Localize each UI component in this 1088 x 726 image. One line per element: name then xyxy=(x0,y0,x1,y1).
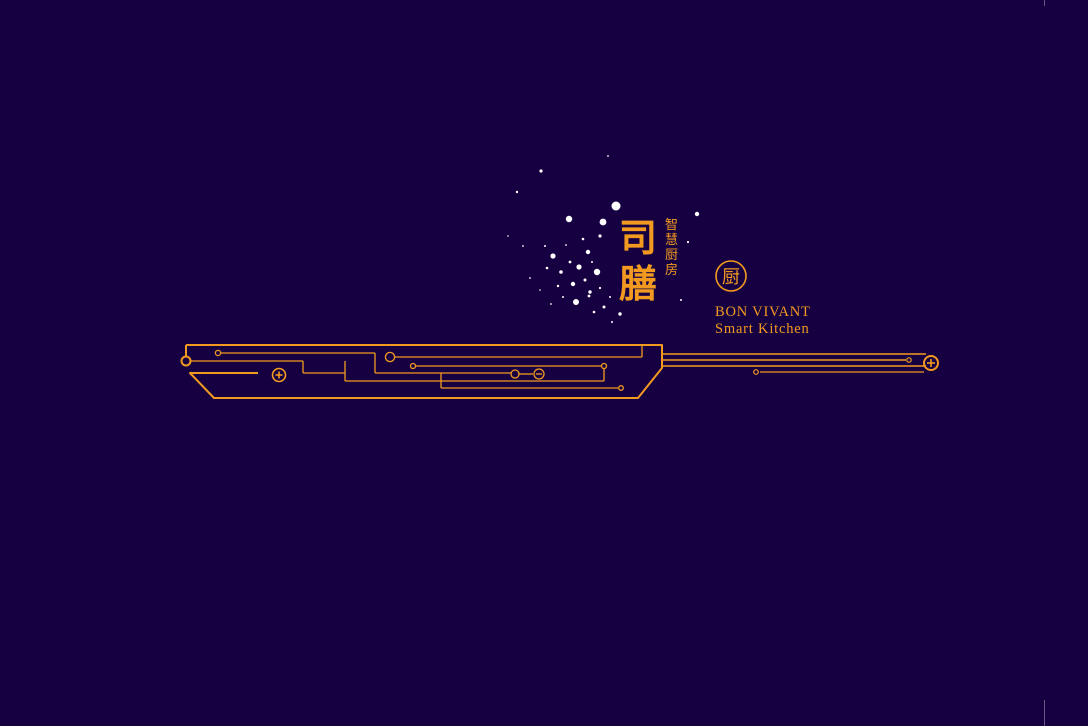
brand-cn-char-2: 膳 xyxy=(619,261,657,306)
circuit-frying-pan-icon xyxy=(180,344,939,399)
circuit-traces xyxy=(191,345,643,391)
edge-mark-bottom xyxy=(1044,700,1045,726)
plus-terminal-icon xyxy=(271,367,287,383)
tagline-cn-char-4: 房 xyxy=(665,262,678,278)
seal-char: 厨 xyxy=(722,267,740,288)
tagline-cn-char-1: 智 xyxy=(665,218,678,233)
seal-badge-icon: 厨 xyxy=(715,260,747,292)
brand-cn-char-1: 司 xyxy=(619,215,657,260)
tagline-en: Smart Kitchen xyxy=(715,321,810,337)
paint-splatter-icon xyxy=(507,155,700,323)
edge-mark-top xyxy=(1044,0,1045,6)
brand-en: BON VIVANT xyxy=(715,304,811,320)
minus-terminal-icon xyxy=(533,368,545,380)
tagline-cn-char-2: 慧 xyxy=(665,232,678,248)
tagline-cn-char-3: 厨 xyxy=(665,248,678,263)
